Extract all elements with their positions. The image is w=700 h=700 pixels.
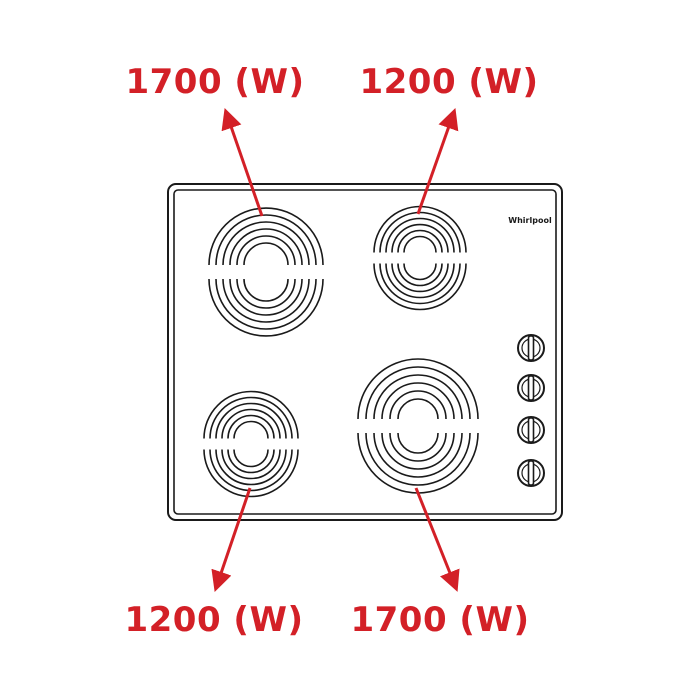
coil-arc-bottom-1 <box>215 278 317 330</box>
coil-arc-top-5 <box>403 235 437 253</box>
coil-arc-bottom-5 <box>233 449 269 468</box>
coil-arc-bottom-5 <box>403 263 437 281</box>
coil-arc-top-0 <box>208 207 324 266</box>
arrow-top-left <box>221 108 264 217</box>
coil-arc-bottom-2 <box>222 278 310 323</box>
coil-arc-bottom-3 <box>381 432 455 470</box>
coil-arc-bottom-5 <box>243 278 289 302</box>
coil-arc-top-1 <box>365 366 471 420</box>
arrow-bottom-left <box>211 487 252 592</box>
coil-arc-bottom-0 <box>373 263 467 311</box>
coil-arc-top-2 <box>385 217 455 253</box>
coil-arc-top-3 <box>381 382 455 420</box>
coil-arc-bottom-3 <box>391 263 449 293</box>
coil-arc-bottom-3 <box>221 449 281 480</box>
coil-arc-bottom-2 <box>385 263 455 299</box>
coil-arc-bottom-5 <box>397 432 439 454</box>
coil-arc-bottom-4 <box>236 278 296 309</box>
coil-arc-bottom-4 <box>227 449 275 474</box>
arrow-bottom-right <box>414 487 460 592</box>
coil-arc-top-4 <box>227 414 275 439</box>
coil-arc-top-1 <box>215 214 317 266</box>
coil-arc-top-0 <box>203 390 299 439</box>
control-knobs <box>517 334 545 487</box>
burner-bottom-left <box>203 390 299 498</box>
control-knob <box>517 459 545 487</box>
brand-logo: Whirlpool <box>508 216 552 225</box>
coil-arc-top-2 <box>215 402 287 439</box>
power-label-bottom-left: 1200 (W) <box>124 600 303 640</box>
coil-arc-top-4 <box>397 229 443 253</box>
coil-arc-bottom-3 <box>229 278 303 316</box>
cooktop-outer-frame <box>167 183 563 521</box>
burner-top-right <box>373 205 467 311</box>
coil-arc-bottom-4 <box>389 432 447 462</box>
arrow-top-right <box>416 108 459 215</box>
cooktop-inner-frame <box>173 189 557 515</box>
coil-arc-top-1 <box>209 396 293 439</box>
coil-arc-bottom-1 <box>209 449 293 492</box>
coil-arc-bottom-2 <box>215 449 287 486</box>
coil-arc-top-2 <box>373 374 463 420</box>
coil-arc-top-4 <box>389 390 447 420</box>
control-knob <box>517 334 545 362</box>
power-label-bottom-right: 1700 (W) <box>350 600 529 640</box>
coil-arc-top-5 <box>233 420 269 439</box>
control-knob <box>517 416 545 444</box>
coil-arc-bottom-1 <box>365 432 471 486</box>
coil-arc-top-4 <box>236 235 296 266</box>
power-label-top-left: 1700 (W) <box>125 62 304 102</box>
coil-arc-top-3 <box>221 408 281 439</box>
coil-arc-bottom-1 <box>379 263 461 305</box>
power-label-top-right: 1200 (W) <box>359 62 538 102</box>
coil-arc-bottom-4 <box>397 263 443 287</box>
coil-arc-top-5 <box>397 398 439 420</box>
coil-arc-top-2 <box>222 221 310 266</box>
coil-arc-top-3 <box>391 223 449 253</box>
coil-arc-bottom-2 <box>373 432 463 478</box>
coil-arc-top-5 <box>243 242 289 266</box>
coil-arc-top-3 <box>229 228 303 266</box>
coil-arc-top-0 <box>357 358 479 420</box>
control-knob <box>517 374 545 402</box>
burner-top-left <box>208 207 324 337</box>
burner-bottom-right <box>357 358 479 494</box>
coil-arc-bottom-0 <box>203 449 299 498</box>
coil-arc-bottom-0 <box>208 278 324 337</box>
